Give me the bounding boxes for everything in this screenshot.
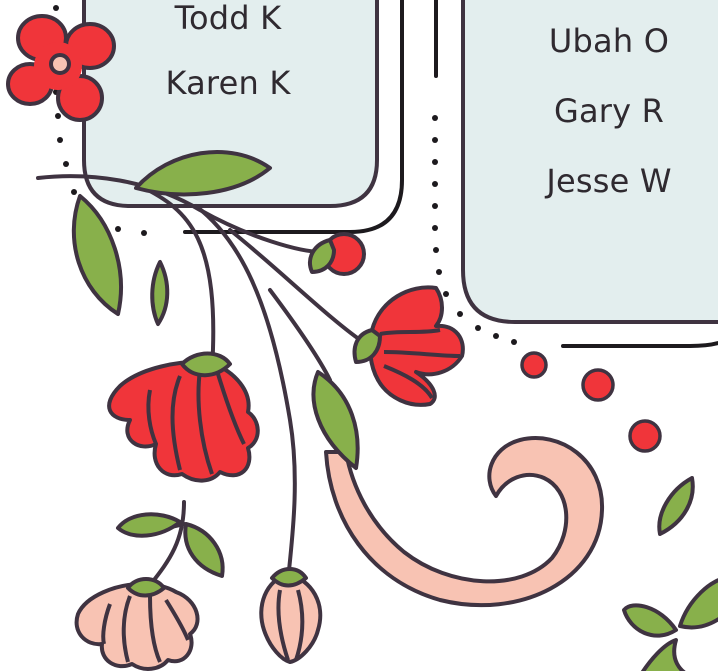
red-berries — [520, 351, 662, 453]
red-bud — [308, 232, 366, 276]
red-flower-top-left — [6, 14, 116, 122]
red-flower-right — [352, 285, 465, 407]
left-card-name-2: Karen K — [165, 64, 291, 102]
right-card-name-1: Ubah O — [548, 22, 670, 60]
pink-flower-bottom-left — [74, 577, 200, 671]
right-card-name-2: Gary R — [553, 92, 665, 130]
right-table-card — [434, 0, 718, 348]
vine-leaves — [71, 149, 360, 578]
pink-swirl — [324, 436, 605, 608]
right-card-name-3: Jesse W — [546, 162, 672, 200]
pink-bud-bottom — [259, 567, 323, 664]
big-red-flower — [107, 351, 260, 483]
right-leaves — [622, 476, 718, 671]
left-table-card — [82, 0, 404, 234]
left-card-name-1: Todd K — [174, 0, 282, 37]
